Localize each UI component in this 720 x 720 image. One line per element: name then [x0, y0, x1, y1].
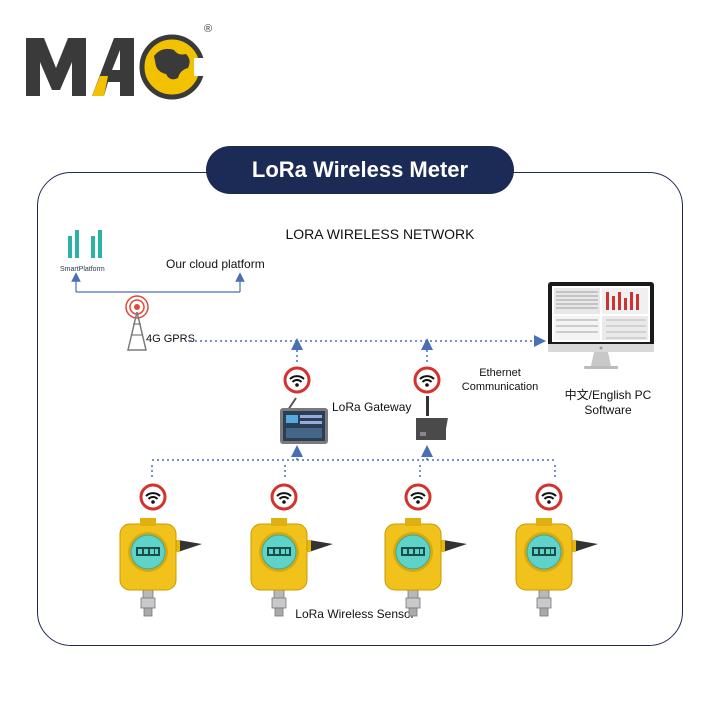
gateway-label: LoRa Gateway [332, 400, 412, 414]
page-title: LoRa Wireless Meter [206, 146, 514, 194]
pc-software-label: 中文/English PC Software [564, 388, 652, 417]
network-title: LORA WIRELESS NETWORK [285, 226, 475, 242]
sensor-2 [250, 517, 334, 617]
sensor-label: LoRa Wireless Sensor [295, 607, 415, 621]
sensor-1 [119, 517, 203, 617]
gprs-label: 4G GPRS [146, 333, 195, 345]
sensor-1-wifi-icon [139, 483, 167, 511]
sensor-2-wifi-icon [270, 483, 298, 511]
sensor-3-wifi-icon [404, 483, 432, 511]
pc-monitor-icon [548, 282, 654, 369]
registered-mark: ® [204, 23, 212, 35]
sensor-3 [384, 517, 468, 617]
cell-tower-icon [125, 295, 149, 351]
smartplatform-icon [68, 230, 102, 258]
sensor-4 [515, 517, 599, 617]
gateway-wifi-icon [283, 366, 311, 394]
cloud-platform-label: Our cloud platform [166, 257, 265, 271]
smartplatform-brand: SmartPlatform [60, 266, 105, 273]
ethernet-wifi-icon [413, 366, 441, 394]
ethernet-module-device [416, 396, 448, 440]
lora-gateway-device [280, 397, 328, 444]
ethernet-label: Ethernet Communication [461, 367, 539, 393]
mac-logo: ® [26, 23, 212, 100]
sensor-4-wifi-icon [535, 483, 563, 511]
